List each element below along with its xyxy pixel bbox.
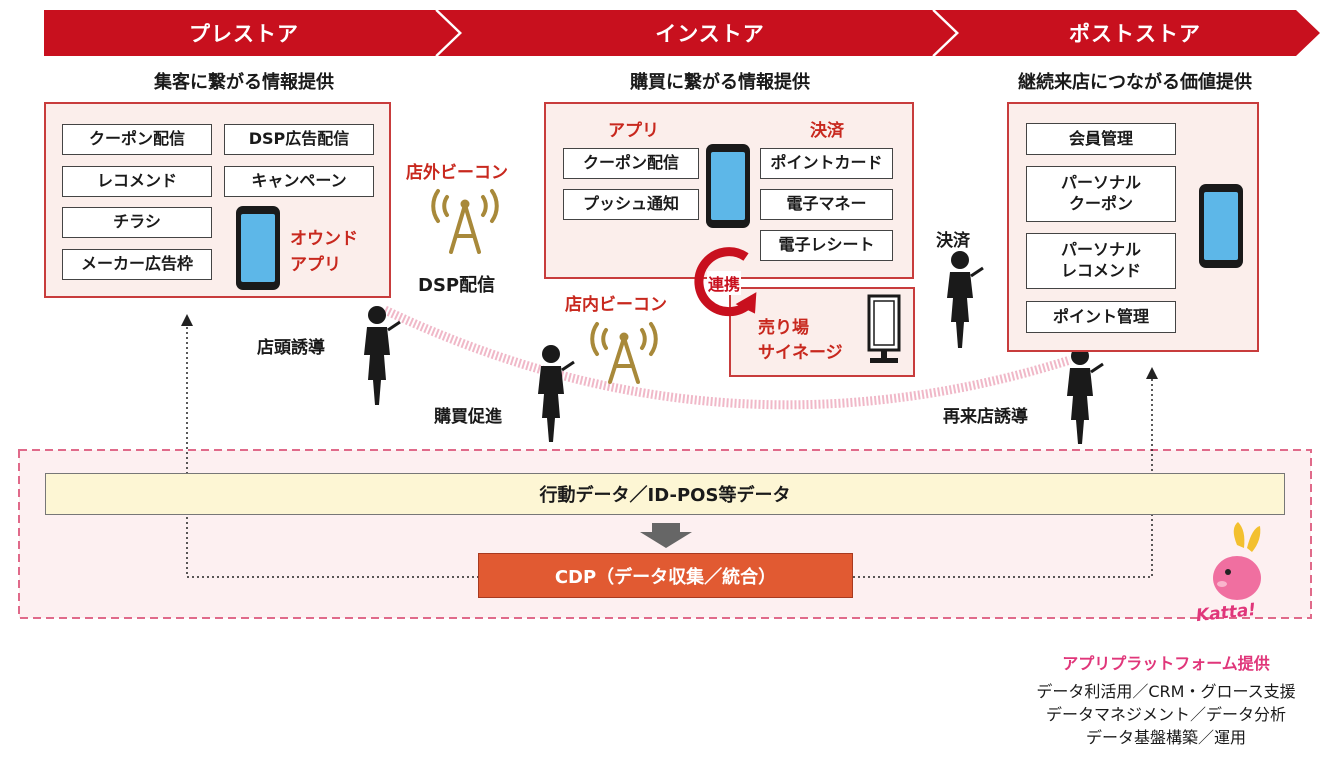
shopper-figure-revisit (1067, 347, 1104, 444)
shopper-figure-storefront (364, 306, 401, 405)
journey-storefront-label: 店頭誘導 (257, 338, 325, 358)
behavior-data-bar: 行動データ／ID-POS等データ (45, 473, 1285, 515)
instore-item-coupon: クーポン配信 (563, 148, 699, 179)
prestore-item-dsp-ad: DSP広告配信 (224, 124, 374, 155)
prestore-item-maker-ad: メーカー広告枠 (62, 249, 212, 280)
shopper-figure-purchase (538, 345, 575, 442)
smartphone-icon (1199, 184, 1243, 268)
stage-subtitle-poststore: 継続来店につながる価値提供 (1018, 72, 1252, 93)
poststore-item-personal-coupon: パーソナル クーポン (1026, 166, 1176, 222)
instore-payment-label: 決済 (810, 121, 844, 141)
instore-header-arrow (438, 10, 957, 56)
loop-left (186, 322, 478, 578)
poststore-item-personal-recommend: パーソナル レコメンド (1026, 233, 1176, 289)
cdp-box: CDP（データ収集／統合） (478, 553, 853, 598)
poststore-item-member: 会員管理 (1026, 123, 1176, 155)
poststore-header-arrow (935, 10, 1320, 56)
signage-icon (866, 294, 902, 366)
signage-label-1: 売り場 (758, 318, 809, 338)
outside-beacon-antenna (431, 189, 499, 254)
stage-subtitle-prestore: 集客に繋がる情報提供 (154, 72, 334, 93)
inside-beacon-title: 店内ビーコン (565, 295, 667, 315)
instore-item-ereceipt: 電子レシート (760, 230, 893, 261)
outside-beacon-title: 店外ビーコン (406, 163, 508, 183)
stage-header-instore: インストア (655, 22, 765, 46)
poststore-item-point: ポイント管理 (1026, 301, 1176, 333)
stage-header-poststore: ポストストア (1069, 22, 1201, 46)
journey-purchase-label: 購買促進 (434, 407, 502, 427)
down-arrow (640, 523, 692, 548)
poststore-payment-label: 決済 (936, 231, 970, 251)
owned-app-label-1: オウンド (290, 229, 358, 249)
katta-mascot (1213, 522, 1261, 600)
smartphone-icon (706, 144, 750, 228)
smartphone-icon (236, 206, 280, 290)
platform-line-2: データマネジメント／データ分析 (1045, 705, 1286, 724)
stage-header-prestore: プレストア (189, 22, 299, 46)
instore-app-label: アプリ (608, 121, 659, 141)
instore-item-push: プッシュ通知 (563, 189, 699, 220)
instore-item-pointcard: ポイントカード (760, 148, 893, 179)
dsp-delivery-label: DSP配信 (418, 275, 496, 296)
prestore-item-recommend: レコメンド (62, 166, 212, 197)
platform-title: アプリプラットフォーム提供 (1062, 654, 1270, 673)
owned-app-label-2: アプリ (290, 255, 341, 275)
platform-line-1: データ利活用／CRM・グロース支援 (1036, 682, 1296, 701)
link-cycle-icon (690, 245, 766, 321)
signage-label-2: サイネージ (758, 343, 843, 363)
stage-subtitle-instore: 購買に繋がる情報提供 (630, 72, 810, 93)
link-label: 連携 (707, 271, 742, 295)
prestore-item-flyer: チラシ (62, 207, 212, 238)
inside-beacon-antenna (590, 322, 658, 384)
prestore-item-coupon: クーポン配信 (62, 124, 212, 155)
platform-line-3: データ基盤構築／運用 (1085, 728, 1246, 747)
journey-revisit-label: 再来店誘導 (943, 407, 1028, 427)
shopper-figure-payment (947, 251, 984, 348)
journey-arc (383, 305, 1072, 410)
instore-item-emoney: 電子マネー (760, 189, 893, 220)
prestore-item-campaign: キャンペーン (224, 166, 374, 197)
prestore-header-arrow (44, 10, 460, 56)
